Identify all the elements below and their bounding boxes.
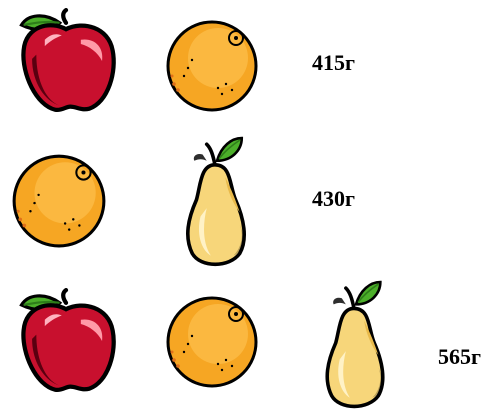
apple-icon [10,8,122,114]
orange-icon [8,148,110,250]
row1-weight-label: 415г [312,52,355,74]
orange-icon [162,14,262,114]
pear-icon [318,280,392,412]
apple-icon [10,288,122,394]
orange-icon [162,290,262,390]
pear-icon [178,136,254,270]
row3-weight-label: 565г [438,346,481,368]
row2-weight-label: 430г [312,188,355,210]
